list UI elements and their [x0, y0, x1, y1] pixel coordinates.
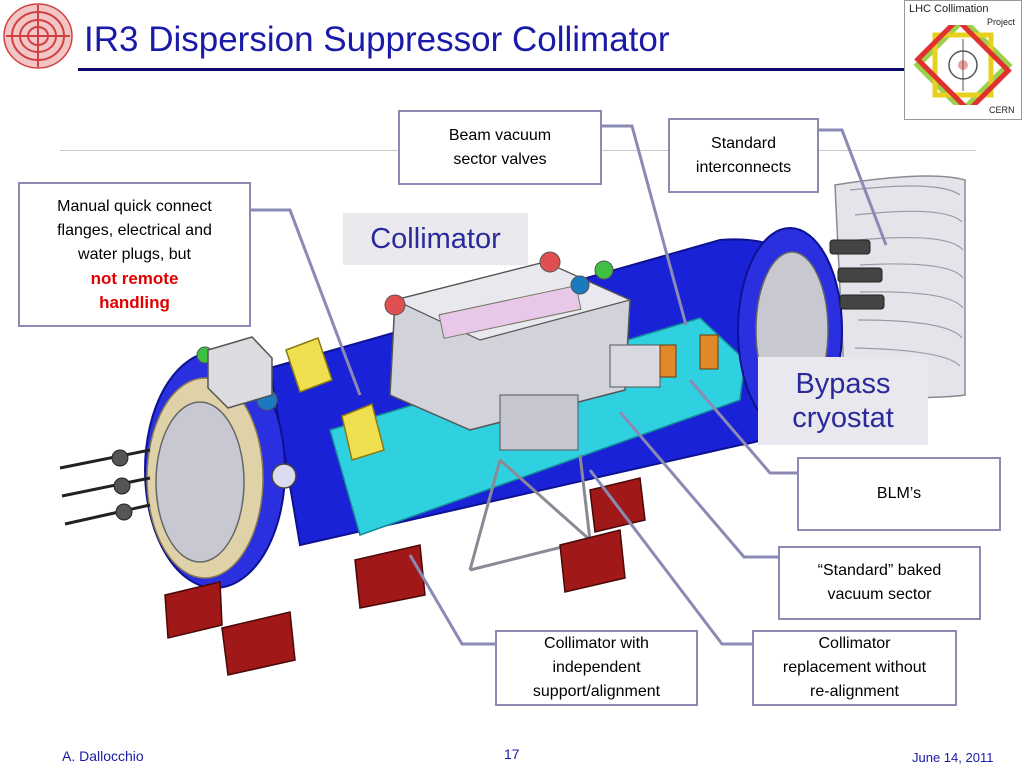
callout-text: independent	[552, 659, 641, 676]
footer-page-number: 17	[504, 746, 520, 762]
callout-replacement: Collimator replacement without re-alignm…	[752, 630, 957, 706]
logo-title: LHC Collimation	[909, 3, 989, 15]
callout-baked-vacuum: “Standard” baked vacuum sector	[778, 546, 981, 620]
callout-warning-text: not remote	[90, 268, 179, 288]
callout-warning-text: handling	[99, 292, 170, 312]
leader-support	[408, 554, 495, 646]
callout-text: Collimator with	[544, 635, 649, 652]
callout-text: “Standard” baked	[817, 562, 942, 579]
callout-text: BLM’s	[876, 485, 922, 502]
callout-text: support/alignment	[532, 683, 661, 700]
leader-replacement	[588, 469, 752, 646]
cern-logo	[3, 3, 73, 69]
callout-standard-interconnects: Standard interconnects	[668, 118, 819, 193]
lhc-collimation-logo: LHC Collimation Project CERN	[904, 0, 1022, 120]
bellows-fins	[834, 175, 966, 399]
callout-text: Manual quick connect	[57, 197, 212, 215]
slide-title: IR3 Dispersion Suppressor Collimator	[84, 20, 670, 59]
callout-text: interconnects	[695, 158, 792, 176]
leader-blm	[688, 379, 798, 475]
callout-beam-vacuum: Beam vacuum sector valves	[398, 110, 602, 185]
blm-sensor-lamps	[196, 251, 614, 411]
callout-text: replacement without	[782, 659, 927, 676]
callout-blm: BLM’s	[797, 457, 1001, 531]
leader-manual	[250, 208, 362, 396]
title-divider	[78, 68, 908, 71]
callout-text: flanges, electrical and	[57, 221, 212, 239]
leader-interconnects	[818, 128, 888, 246]
callout-text: water plugs, but	[78, 245, 191, 263]
collimator-tag: Collimator	[343, 213, 528, 265]
callout-independent-support: Collimator with independent support/alig…	[495, 630, 698, 706]
callout-text: Collimator	[818, 635, 891, 652]
callout-text: re-alignment	[810, 683, 899, 700]
logo-cern: CERN	[989, 105, 1015, 115]
callout-text: sector valves	[453, 150, 547, 168]
bypass-line-1: Bypass	[795, 368, 891, 400]
callout-text: vacuum sector	[827, 586, 932, 603]
footer-date: June 14, 2011	[912, 750, 994, 765]
collimation-emblem-icon	[913, 25, 1013, 105]
leader-baked	[618, 411, 778, 559]
bypass-line-2: cryostat	[792, 402, 894, 434]
bypass-cryostat-tag: Bypass cryostat	[758, 357, 928, 445]
callout-text: Beam vacuum	[448, 126, 552, 144]
callout-manual-quick-connect: Manual quick connect flanges, electrical…	[18, 182, 251, 327]
footer-author: A. Dallocchio	[62, 748, 144, 764]
logo-project: Project	[987, 17, 1016, 27]
leader-beam-vacuum	[600, 124, 688, 326]
callout-text: Standard	[711, 134, 776, 152]
